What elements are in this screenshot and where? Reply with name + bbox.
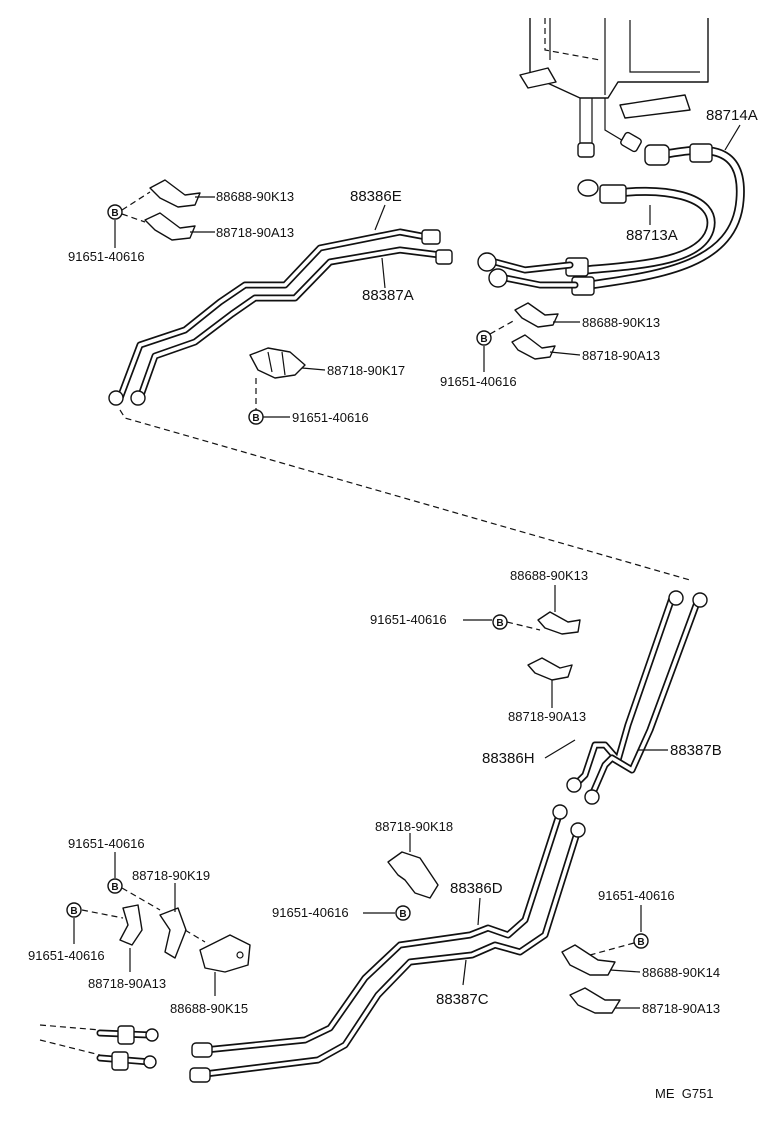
continuation-line: [119, 409, 691, 581]
svg-text:B: B: [252, 413, 259, 424]
label-lr-clamp1: 88688-90K14: [642, 965, 720, 980]
clamp-88718-90A13-middle: [527, 657, 573, 681]
pipe-88386H: [566, 590, 684, 793]
hose-88714A: [585, 143, 745, 290]
clamp-88688-90K14: [561, 944, 616, 976]
bolt-marker-upper-left: B: [107, 204, 123, 220]
bolt-marker-lower-right: B: [633, 933, 649, 949]
clamp-88718-90A13-lower-right: [569, 987, 621, 1014]
label-88386D: 88386D: [450, 880, 503, 897]
label-lc-bolt: 91651-40616: [272, 905, 349, 920]
label-88386E: 88386E: [350, 188, 402, 205]
label-88387B: 88387B: [670, 742, 722, 759]
clamp-88718-90K18: [387, 851, 439, 899]
clamp-88688-90K13-middle: [537, 611, 581, 635]
svg-text:B: B: [399, 909, 406, 920]
bolt-marker-middle: B: [492, 614, 508, 630]
label-lc-clamp: 88718-90K18: [375, 819, 453, 834]
clamp-88688-90K13-upper-left: [149, 179, 201, 208]
label-88387C: 88387C: [436, 991, 489, 1008]
label-ul-clamp2: 88718-90A13: [216, 225, 294, 240]
clamp-88688-90K15: [199, 934, 251, 973]
leader-lines: [73, 124, 741, 1009]
label-ul-clamp3: 88718-90K17: [327, 363, 405, 378]
label-mid-clamp2: 88718-90A13: [508, 709, 586, 724]
svg-text:B: B: [496, 618, 503, 629]
label-mid-bolt: 91651-40616: [370, 612, 447, 627]
pipe-88386D: [191, 804, 568, 1058]
label-mid-clamp1: 88688-90K13: [510, 568, 588, 583]
svg-text:B: B: [70, 906, 77, 917]
bolt-marker-lower-left-1: B: [107, 878, 123, 894]
label-ur-clamp2: 88718-90A13: [582, 348, 660, 363]
bolt-marker-upper-left-2: B: [248, 409, 264, 425]
label-ll-clamp3: 88688-90K15: [170, 1001, 248, 1016]
pipe-88387C: [189, 822, 586, 1083]
bolt-marker-lower-left-2: B: [66, 902, 82, 918]
label-88386H: 88386H: [482, 750, 535, 767]
label-88713A: 88713A: [626, 227, 678, 244]
pipe-88386E: [108, 228, 441, 406]
label-ur-bolt: 91651-40616: [440, 374, 517, 389]
bolt-marker-lower-center: B: [395, 905, 411, 921]
bolt-marker-upper-right: B: [476, 330, 492, 346]
label-ll-bolt2: 91651-40616: [28, 948, 105, 963]
label-ul-bolt: 91651-40616: [68, 249, 145, 264]
clamp-88718-90A13-upper-left: [144, 212, 196, 241]
label-ll-clamp1: 88718-90K19: [132, 868, 210, 883]
label-ll-bolt1: 91651-40616: [68, 836, 145, 851]
svg-text:B: B: [111, 882, 118, 893]
pipe-stubs-upper-right: [477, 252, 579, 289]
clamp-88718-90A13-lower-left: [119, 904, 143, 946]
svg-text:B: B: [111, 208, 118, 219]
figure-code: ME G751: [655, 1086, 714, 1101]
clamp-88718-90K19: [159, 907, 187, 959]
oil-cooler-tank: [519, 18, 709, 158]
svg-text:B: B: [480, 334, 487, 345]
clamp-88718-90A13-upper-right: [511, 334, 556, 360]
clamp-88688-90K13-upper-right: [514, 302, 559, 328]
svg-text:B: B: [637, 937, 644, 948]
hose-88713A: [565, 179, 716, 296]
pipe-88387B: [584, 592, 708, 805]
pipe-88387A: [130, 246, 453, 406]
label-lr-clamp2: 88718-90A13: [642, 1001, 720, 1016]
label-ll-clamp2: 88718-90A13: [88, 976, 166, 991]
label-88714A: 88714A: [706, 107, 758, 124]
label-ul-bolt2: 91651-40616: [292, 410, 369, 425]
label-lr-bolt: 91651-40616: [598, 888, 675, 903]
label-ur-clamp1: 88688-90K13: [582, 315, 660, 330]
pipe-stubs-lower-left: [39, 1024, 159, 1071]
label-88387A: 88387A: [362, 287, 414, 304]
clamp-88718-90K17: [249, 347, 306, 379]
label-ul-clamp1: 88688-90K13: [216, 189, 294, 204]
